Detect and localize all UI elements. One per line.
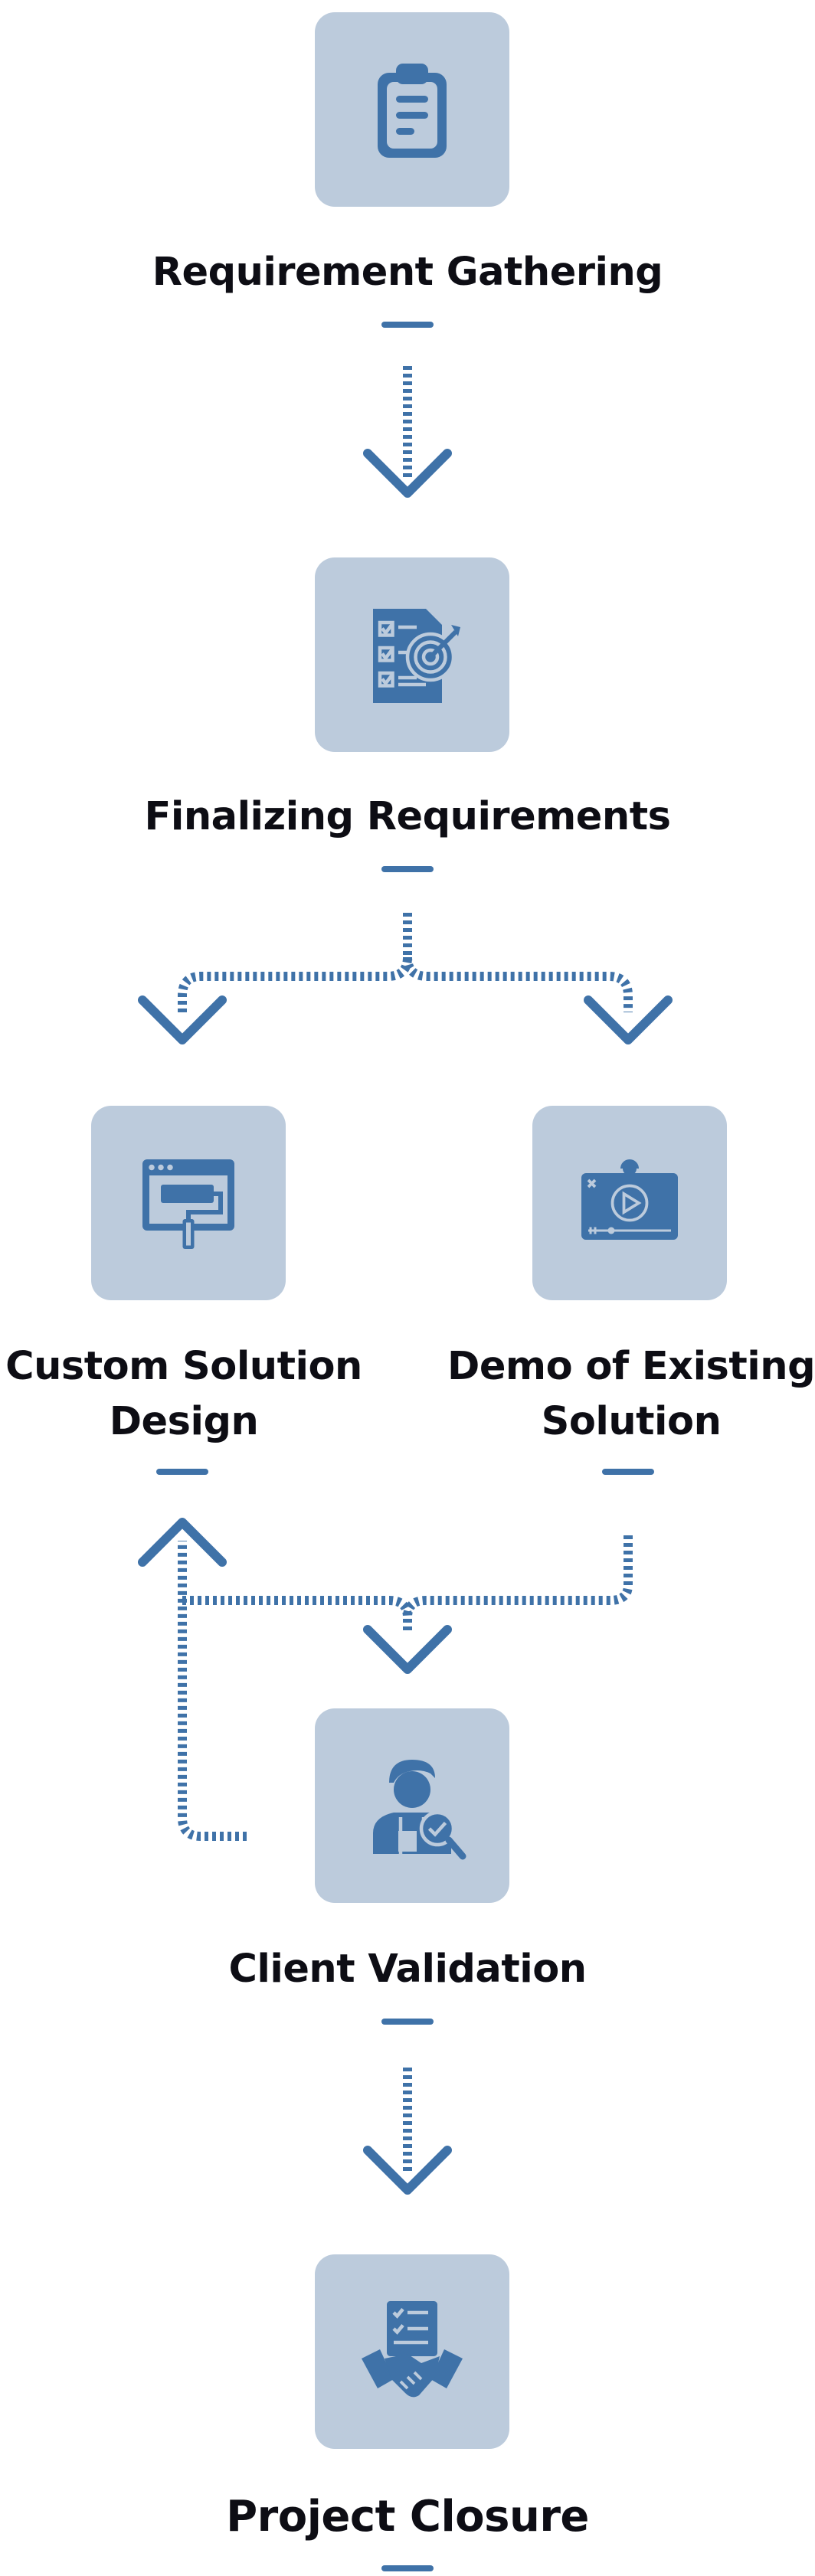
requirement-gathering-label: Requirement Gathering (152, 250, 663, 295)
person-check-icon (373, 1760, 466, 1860)
project-closure-tile (315, 2254, 509, 2449)
video-player-icon (581, 1159, 678, 1240)
arrowhead-down-closure (363, 2146, 452, 2195)
checklist-target-icon (373, 609, 460, 703)
demo-existing-solution-tile (532, 1106, 727, 1300)
client-validation-tile (315, 1708, 509, 1903)
custom-solution-design-dash (156, 1469, 208, 1475)
finalizing-requirements-label: Finalizing Requirements (144, 794, 671, 839)
client-validation-dash (381, 2019, 434, 2025)
handshake-document-icon (362, 2301, 463, 2398)
finalizing-requirements-dash (381, 866, 434, 872)
demo-existing-solution-label-1: Demo of Existing (447, 1344, 815, 1389)
clipboard-icon (378, 64, 447, 158)
arrowhead-down-right (584, 995, 673, 1044)
demo-existing-solution-dash (602, 1469, 654, 1475)
requirement-gathering-tile (315, 12, 509, 207)
client-validation-label: Client Validation (228, 1947, 587, 1992)
connector-finalizing-split (178, 913, 412, 1012)
paint-roller-window-icon (142, 1159, 234, 1249)
custom-solution-design-tile (91, 1106, 286, 1300)
connector-finalizing-split-right (403, 956, 633, 1012)
project-closure-label: Project Closure (226, 2492, 589, 2542)
arrowhead-down-1 (363, 449, 452, 498)
demo-existing-solution-label-2: Solution (541, 1399, 722, 1444)
finalizing-requirements-tile (315, 557, 509, 752)
requirement-gathering-dash (381, 322, 434, 328)
arrowhead-down-left (138, 995, 227, 1044)
custom-solution-design-label-1: Custom Solution (5, 1344, 362, 1389)
custom-solution-design-label-2: Design (109, 1399, 259, 1444)
arrowhead-up-loop (138, 1518, 227, 1567)
connector-demo-to-validation (403, 1535, 633, 1631)
arrowhead-down-validation (363, 1625, 452, 1674)
connector-custom-to-validation (182, 1596, 412, 1618)
connector-validation-loop (178, 1541, 247, 1841)
project-closure-dash (381, 2565, 434, 2571)
